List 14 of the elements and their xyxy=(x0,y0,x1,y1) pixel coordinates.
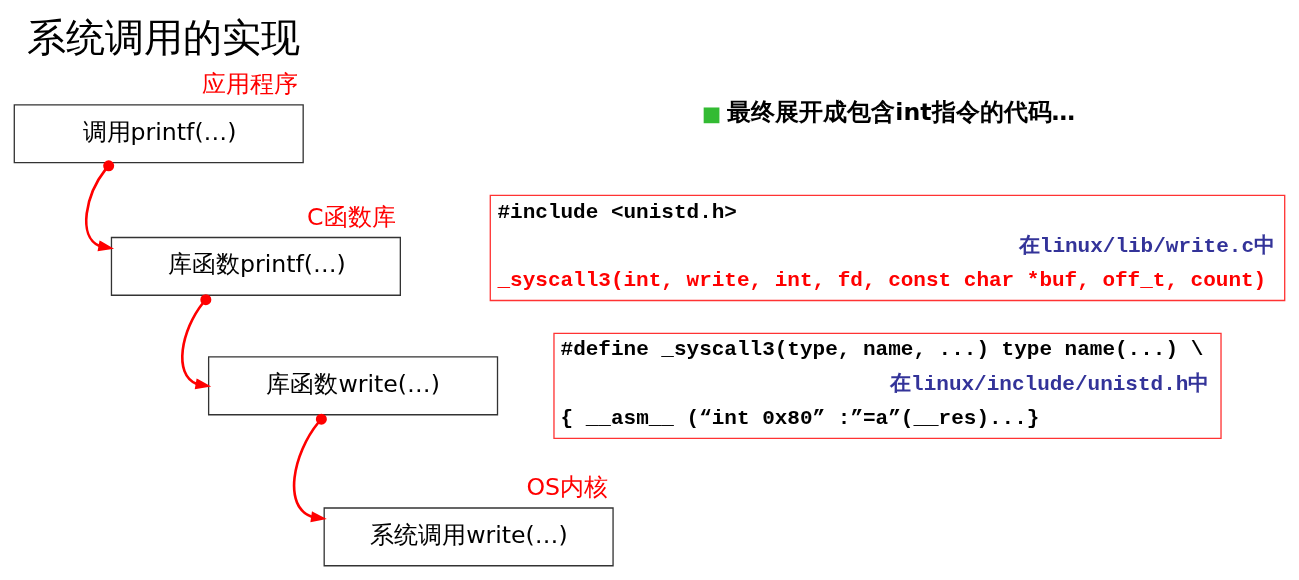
node-box: 系统调用write(…) xyxy=(323,507,614,567)
arrow xyxy=(181,294,212,390)
node-box: 库函数printf(…) xyxy=(110,236,401,296)
node-label: OS内核 xyxy=(526,473,608,502)
arrow xyxy=(292,413,327,523)
node-label: 应用程序 xyxy=(202,70,299,99)
node-label: C函数库 xyxy=(307,202,396,231)
label: 最终展开成包含int指令的代码… xyxy=(727,97,1076,126)
arrow xyxy=(84,160,115,252)
diagram-title: 系统调用的实现 xyxy=(26,14,300,61)
node-box: 调用printf(…) xyxy=(13,104,304,164)
node-box: #include <unistd.h> 在linux/lib/write.c中 _syscall3(int, write, int, fd, const char *buf, off_t, count) xyxy=(489,194,1286,302)
node-box: 库函数write(…) xyxy=(207,356,499,416)
node-box: #define _syscall3(type, name, ...) type name(...) \ 在linux/include/unistd.h中 { __asm__ (“int 0x80” :”=a”(__res)...} xyxy=(553,332,1222,440)
